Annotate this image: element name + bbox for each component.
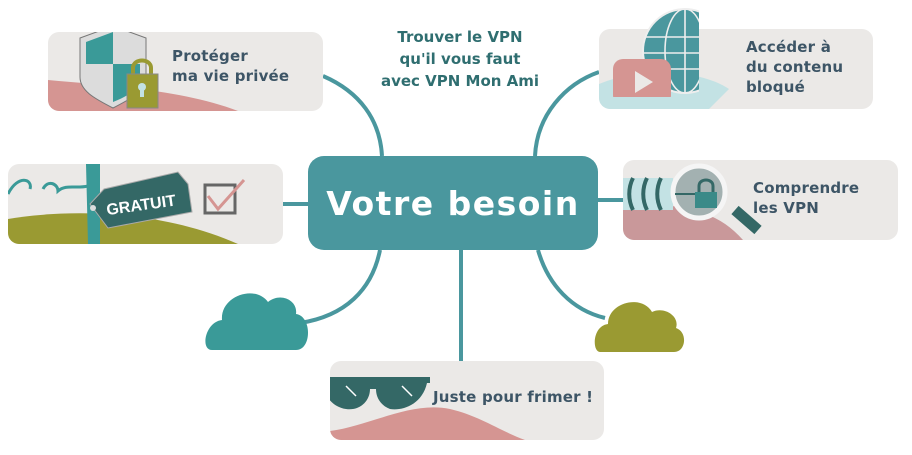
label-line: Accéder à xyxy=(746,38,832,56)
title-line: avec VPN Mon Ami xyxy=(380,72,540,90)
branch-show-off: Juste pour frimer ! xyxy=(330,361,604,440)
label-line: ma vie privée xyxy=(172,67,290,85)
magnifier-tunnel-lock-icon xyxy=(623,163,762,240)
title-line: Trouver le VPN xyxy=(397,28,523,46)
label-line: les VPN xyxy=(753,199,820,217)
branch-access: Accéder à du contenu bloqué xyxy=(599,8,873,109)
branch-privacy: Protéger ma vie privée xyxy=(48,32,323,111)
branch-label: Accéder à du contenu bloqué xyxy=(746,37,843,97)
cloud-teal-icon xyxy=(205,293,308,350)
connector-olive-cloud xyxy=(536,249,606,320)
connector-privacy xyxy=(322,74,384,157)
price-tag-checkbox-icon: GRATUIT xyxy=(8,164,246,244)
diagram-title: Trouver le VPN qu'il vous faut avec VPN … xyxy=(350,26,570,92)
shield-lock-icon xyxy=(48,32,238,111)
label-line: bloqué xyxy=(746,78,805,96)
cloud-olive-icon xyxy=(594,302,685,352)
central-node: Votre besoin xyxy=(308,156,598,250)
branch-label: Juste pour frimer ! xyxy=(433,388,594,406)
globe-play-icon xyxy=(613,8,699,97)
branch-label: Protéger ma vie privée xyxy=(172,46,289,86)
label-line: du contenu xyxy=(746,58,844,76)
label-line: Comprendre xyxy=(753,179,860,197)
branch-free: GRATUIT xyxy=(8,164,283,244)
branch-understand: Comprendre les VPN xyxy=(623,160,898,240)
branch-label: Comprendre les VPN xyxy=(753,178,859,218)
sunglasses-icon xyxy=(330,377,525,440)
connector-access xyxy=(533,70,600,157)
title-line: qu'il vous faut xyxy=(399,50,521,68)
label-line: Protéger xyxy=(172,47,248,65)
connector-teal-cloud xyxy=(299,249,382,325)
